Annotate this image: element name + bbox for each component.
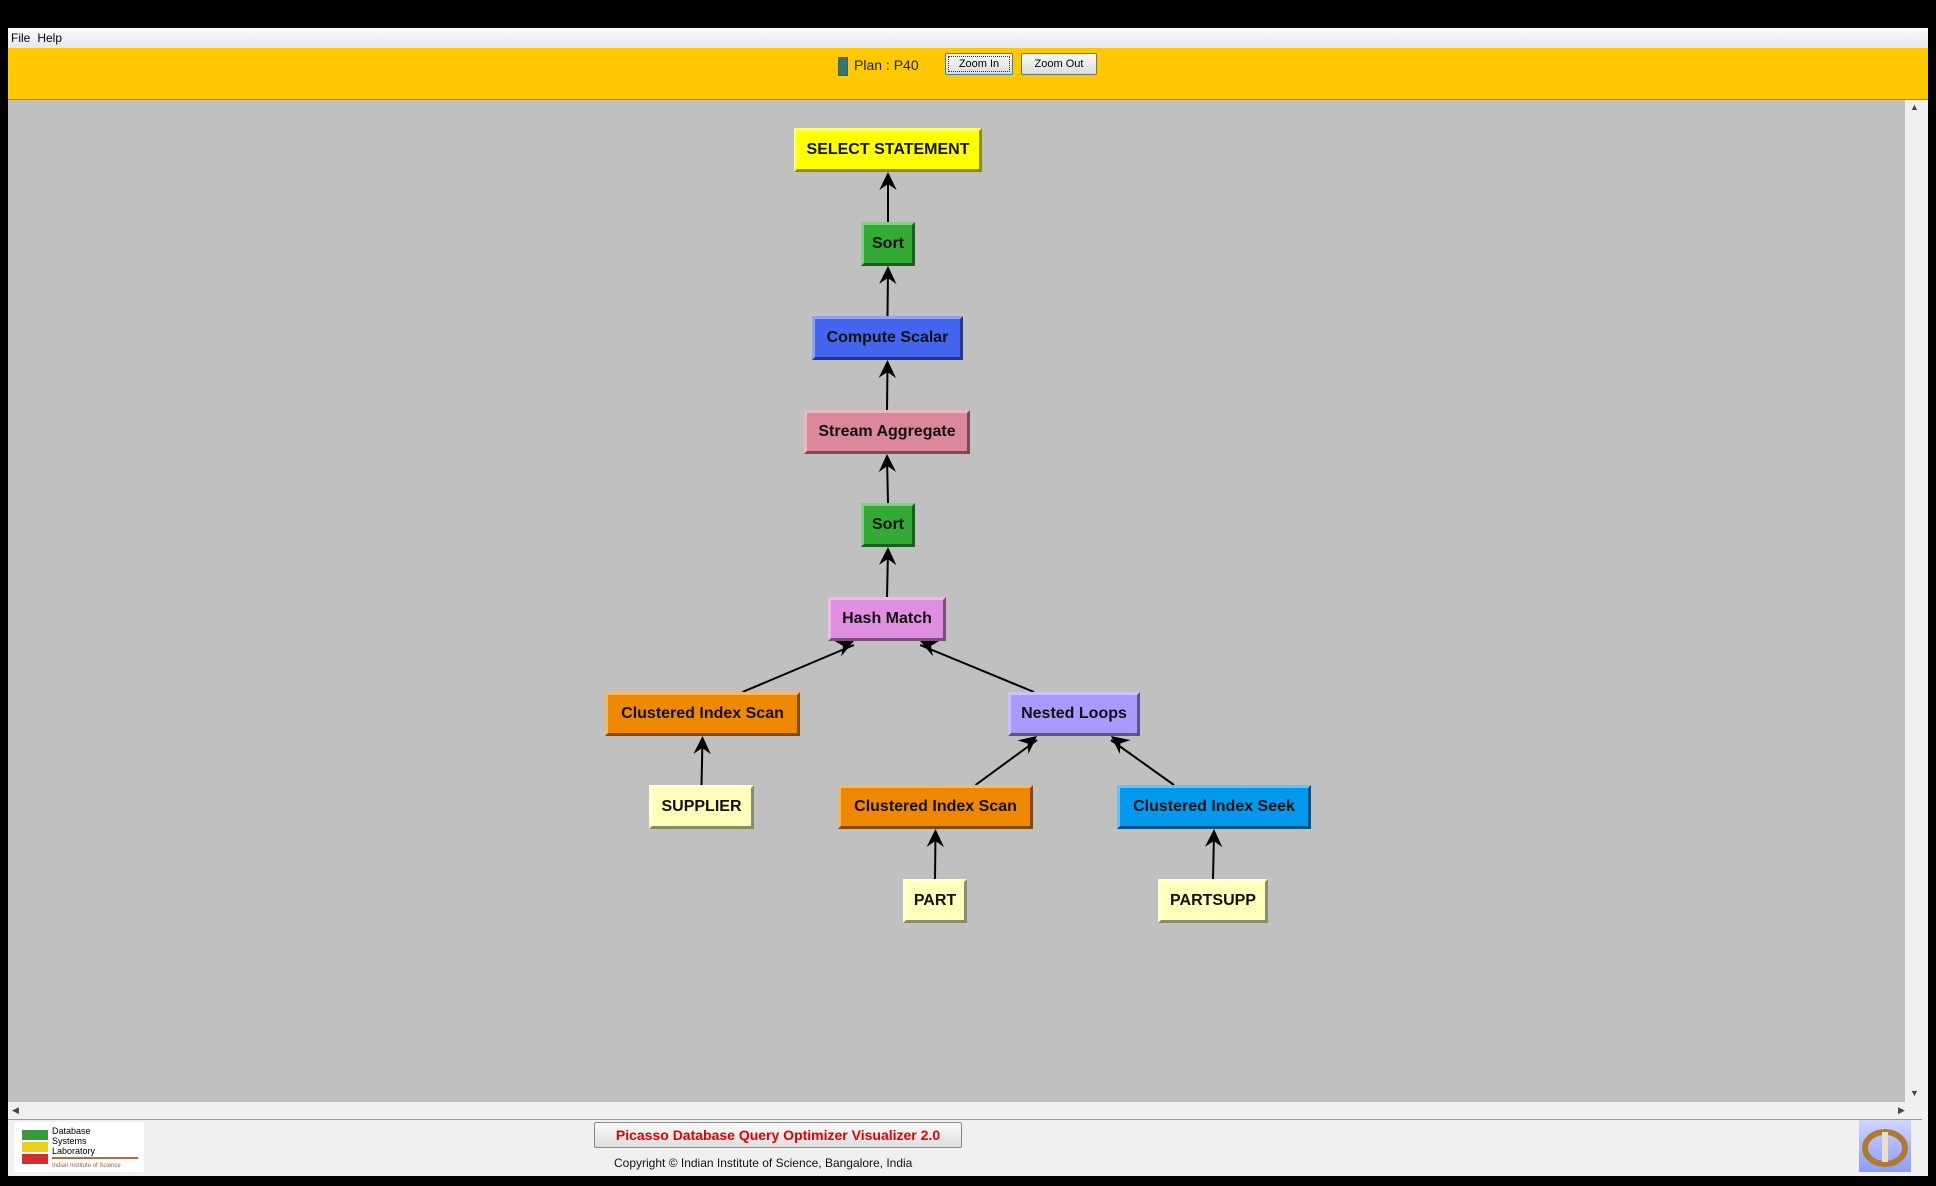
plan-edges xyxy=(693,172,1223,880)
iisc-logo xyxy=(1859,1120,1911,1172)
plan-edge-arrow xyxy=(878,360,897,411)
plan-edge-arrow xyxy=(974,736,1038,786)
zoom-in-button[interactable]: Zoom In xyxy=(945,53,1013,75)
plan-edge-arrow xyxy=(919,640,1035,693)
plan-node-select-statement[interactable]: SELECT STATEMENT xyxy=(794,128,982,172)
plan-label: Plan : P40 xyxy=(854,57,919,73)
plan-edge-arrow xyxy=(926,829,945,880)
plan-node-compute-scalar[interactable]: Compute Scalar xyxy=(812,316,963,360)
plan-node-partsupp[interactable]: PARTSUPP xyxy=(1158,879,1268,923)
svg-text:Database: Database xyxy=(52,1126,91,1136)
footer: Database Systems Laboratory Indian Insti… xyxy=(8,1120,1928,1176)
plan-node-sort[interactable]: Sort xyxy=(861,222,915,266)
menu-help[interactable]: Help xyxy=(37,31,63,45)
plan-edge-arrow xyxy=(879,266,897,317)
scroll-up-icon[interactable]: ▲ xyxy=(1910,102,1919,112)
menu-bar: File Help xyxy=(8,28,1928,48)
plan-edge-arrow xyxy=(879,172,897,222)
plan-node-nested-loops[interactable]: Nested Loops xyxy=(1008,692,1140,736)
plan-edge-arrow xyxy=(878,454,897,504)
plan-node-part[interactable]: PART xyxy=(903,879,967,923)
svg-text:Systems: Systems xyxy=(52,1136,87,1146)
svg-text:Indian Institute of Science: Indian Institute of Science xyxy=(52,1163,121,1169)
plan-node-clustered-index-seek[interactable]: Clustered Index Seek xyxy=(1117,785,1311,829)
plan-node-sort[interactable]: Sort xyxy=(861,503,915,547)
app-title-button[interactable]: Picasso Database Query Optimizer Visuali… xyxy=(594,1122,962,1148)
copyright-text: Copyright © Indian Institute of Science,… xyxy=(614,1156,913,1170)
menu-file[interactable]: File xyxy=(11,31,31,45)
plan-node-clustered-index-scan[interactable]: Clustered Index Scan xyxy=(605,692,800,736)
toolbar: Plan : P40 Zoom In Zoom Out xyxy=(8,48,1928,100)
dsl-logo: Database Systems Laboratory Indian Insti… xyxy=(14,1122,144,1172)
svg-text:Laboratory: Laboratory xyxy=(52,1146,96,1156)
scroll-right-icon[interactable]: ▶ xyxy=(1898,1105,1905,1115)
scroll-down-icon[interactable]: ▼ xyxy=(1910,1088,1919,1098)
zoom-out-button[interactable]: Zoom Out xyxy=(1021,53,1097,75)
horizontal-scrollbar[interactable]: ◀ ▶ xyxy=(8,1102,1922,1120)
plan-node-hash-match[interactable]: Hash Match xyxy=(828,597,946,641)
plan-node-stream-aggregate[interactable]: Stream Aggregate xyxy=(804,410,970,454)
plan-edge-arrow xyxy=(742,640,855,693)
plan-edge-arrow xyxy=(878,547,897,598)
plan-edge-arrow xyxy=(1110,736,1175,786)
plan-color-swatch xyxy=(838,57,848,76)
vertical-scrollbar[interactable]: ▲ ▼ xyxy=(1905,100,1922,1102)
app-window: File Help Plan : P40 Zoom In Zoom Out SEL… xyxy=(8,28,1928,1176)
plan-edge-arrow xyxy=(693,736,711,786)
plan-edge-arrow xyxy=(1204,829,1223,880)
scroll-left-icon[interactable]: ◀ xyxy=(12,1105,19,1115)
plan-node-supplier[interactable]: SUPPLIER xyxy=(649,785,754,829)
plan-node-clustered-index-scan[interactable]: Clustered Index Scan xyxy=(838,785,1033,829)
